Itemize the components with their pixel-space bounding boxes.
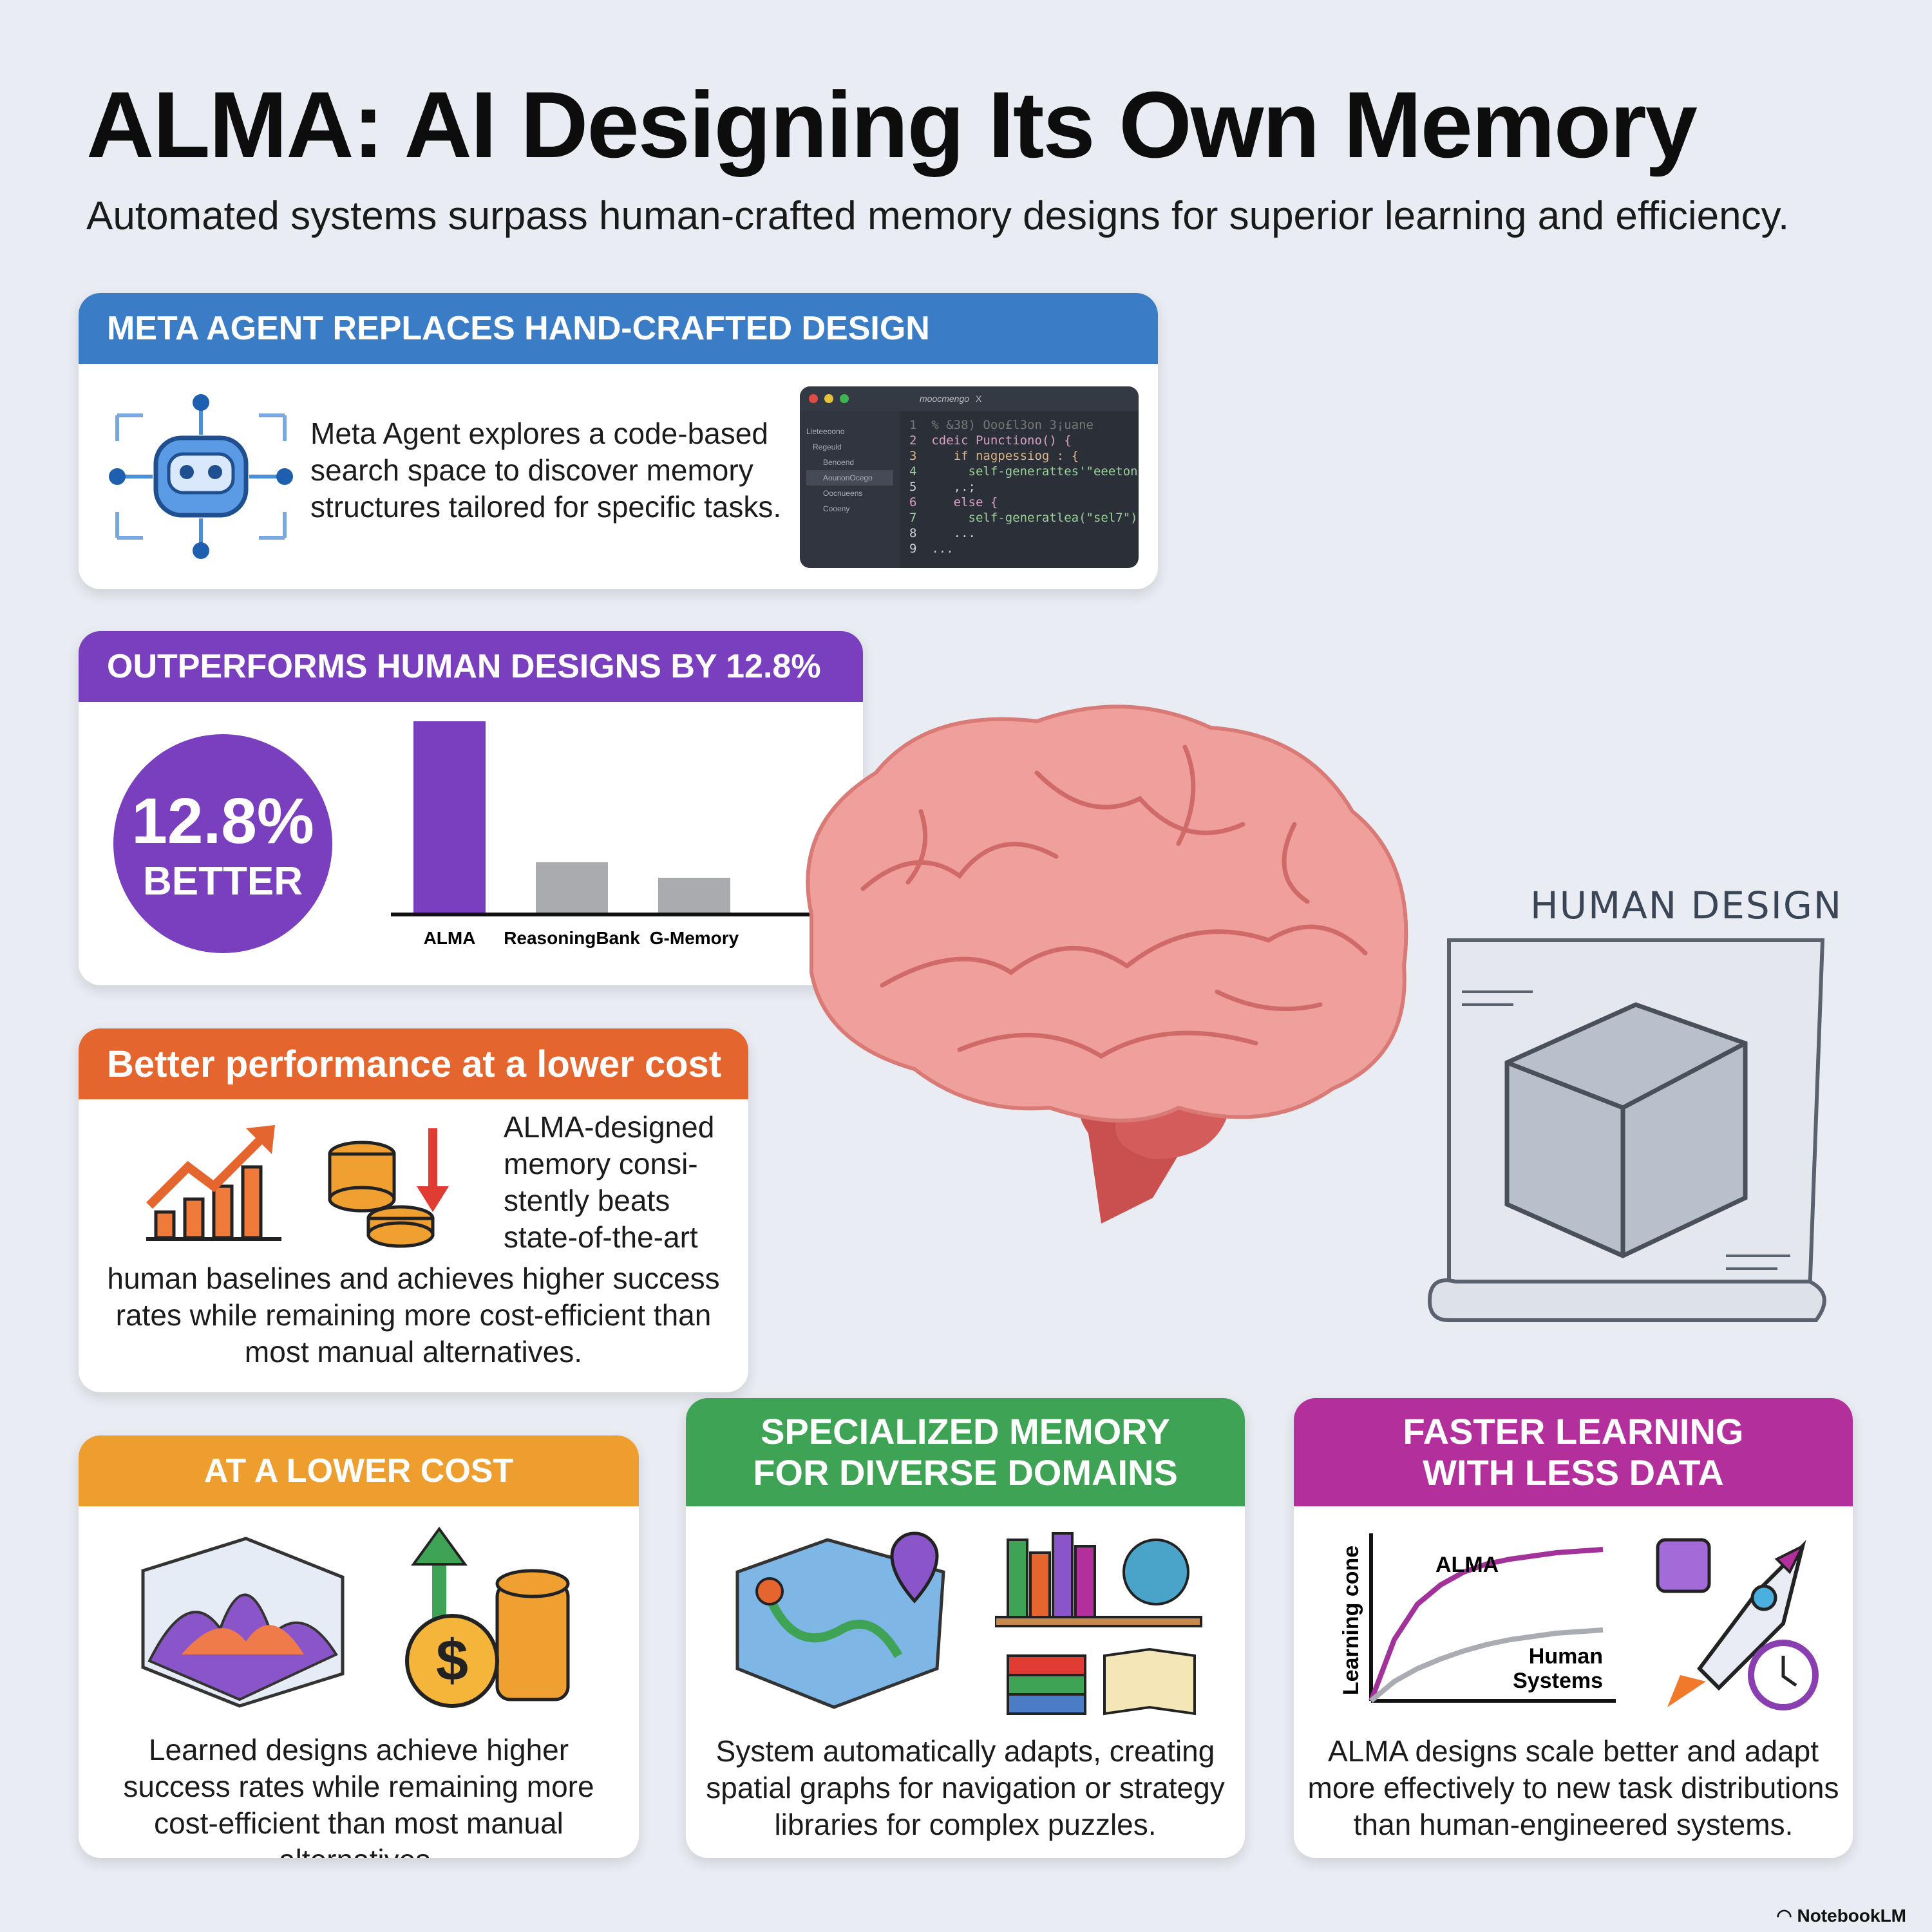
code-line: 1 % &38) Ooo£l3on 3¡uane	[909, 418, 1094, 432]
robot-network-icon	[109, 394, 293, 559]
dollar-coin-up-arrow-icon: $	[405, 1526, 570, 1708]
series-line-human	[1369, 1627, 1604, 1703]
tree-item[interactable]: Lieteeoono	[806, 427, 845, 436]
bar-label: ALMA	[424, 928, 476, 948]
code-editor-window: moocmengo X Lieteeoono Regeuld Benoend A…	[800, 386, 1139, 568]
card-header: Better performance at a lower cost	[79, 1028, 748, 1099]
meta-agent-text: Meta Agent explores a code-based search …	[310, 417, 782, 524]
notebooklm-brand: ◠ NotebookLM	[1776, 1905, 1906, 1926]
3d-surface-plot-icon	[141, 1537, 345, 1708]
faster-learning-card: FASTER LEARNING WITH LESS DATA Learning …	[1294, 1398, 1853, 1858]
tree-item[interactable]: Oocnueens	[823, 489, 863, 498]
tab-close-icon[interactable]: X	[976, 393, 982, 404]
card-header: OUTPERFORMS HUMAN DESIGNS BY 12.8%	[79, 631, 863, 702]
card-header: SPECIALIZED MEMORY FOR DIVERSE DOMAINS	[686, 1398, 1245, 1506]
performance-bar-chart: ALMA ReasoningBank G-Memory	[391, 721, 813, 948]
editor-tab[interactable]: moocmengo	[920, 393, 970, 404]
card-header: FASTER LEARNING WITH LESS DATA	[1294, 1398, 1853, 1506]
outperforms-card: OUTPERFORMS HUMAN DESIGNS BY 12.8% 12.8%…	[79, 631, 863, 985]
tree-item[interactable]: Cooeny	[823, 504, 850, 513]
brand-label: NotebookLM	[1797, 1906, 1906, 1926]
bar-g-memory	[658, 878, 730, 914]
series-label-alma: ALMA	[1435, 1553, 1499, 1577]
human-design-label: HUMAN DESIGN	[1530, 884, 1843, 927]
code-line: 3 if nagpessiog : {	[909, 449, 1079, 463]
page-subtitle: Automated systems surpass human-crafted …	[86, 194, 1790, 238]
faster-learning-text: ALMA designs scale better and adapt more…	[1307, 1734, 1839, 1841]
tree-item[interactable]: Regeuld	[813, 442, 842, 451]
bar-reasoningbank	[536, 862, 608, 914]
improvement-badge: 12.8% BETTER	[113, 734, 332, 953]
books-globe-library-icon	[995, 1532, 1202, 1716]
badge-value: 12.8%	[131, 785, 314, 857]
notebooklm-logo-icon: ◠	[1776, 1906, 1797, 1926]
meta-agent-card: META AGENT REPLACES HAND-CRAFTED DESIGN …	[79, 293, 1158, 589]
growth-chart-icon	[146, 1125, 281, 1241]
lower-cost-card: AT A LOWER COST $ Learned designs achiev…	[79, 1435, 639, 1858]
code-line: 7 self-generatlea("sel7"))	[909, 511, 1139, 525]
series-line-alma	[1368, 1547, 1604, 1702]
badge-label: BETTER	[143, 859, 303, 904]
performance-text-bottom: human baselines and achieves higher succ…	[107, 1262, 720, 1368]
code-line: 8 ...	[909, 526, 976, 540]
maximize-dot-icon	[840, 394, 849, 403]
blueprint-cube-icon	[1427, 938, 1826, 1322]
specialized-text: System automatically adapts, creating sp…	[706, 1734, 1225, 1841]
bar-label: G-Memory	[650, 928, 739, 948]
code-line: 2 cdeic Punctiono() {	[909, 433, 1072, 448]
coins-down-arrow-icon	[328, 1128, 449, 1248]
minimize-dot-icon	[824, 394, 833, 403]
code-line: 9 ...	[909, 542, 954, 556]
bar-label: ReasoningBank	[504, 928, 640, 948]
brain-illustration	[806, 705, 1408, 1224]
close-dot-icon	[809, 394, 818, 403]
header-line: FOR DIVERSE DOMAINS	[753, 1452, 1178, 1493]
rocket-clock-icon	[1656, 1538, 1819, 1710]
card-header: AT A LOWER COST	[79, 1435, 639, 1506]
tree-item[interactable]: Benoend	[823, 458, 855, 467]
tree-item-selected[interactable]: AounonOcego	[806, 470, 893, 486]
code-line: 4 self-generattes'"eeeton'	[909, 464, 1139, 478]
code-line: 5 ,.;	[909, 480, 976, 494]
performance-card: Better performance at a lower cost ALMA-…	[79, 1028, 748, 1392]
header-line: WITH LESS DATA	[1423, 1452, 1724, 1493]
card-header: META AGENT REPLACES HAND-CRAFTED DESIGN	[79, 293, 1158, 364]
bar-alma	[413, 721, 486, 914]
y-axis-label: Learning cone	[1339, 1546, 1363, 1695]
svg-text:$: $	[436, 1629, 468, 1693]
series-label-systems: Systems	[1513, 1669, 1603, 1693]
page-title: ALMA: AI Designing Its Own Memory	[86, 72, 1698, 177]
specialized-memory-card: SPECIALIZED MEMORY FOR DIVERSE DOMAINS S…	[686, 1398, 1245, 1858]
series-label-human: Human	[1529, 1644, 1603, 1669]
map-navigation-icon	[735, 1531, 945, 1709]
header-line: SPECIALIZED MEMORY	[761, 1411, 1170, 1452]
lower-cost-text: Learned designs achieve higher success r…	[123, 1733, 594, 1858]
performance-text-side: ALMA-designed memory consi-stently beats…	[504, 1110, 715, 1254]
file-tree: Lieteeoono Regeuld Benoend AounonOcego O…	[800, 411, 900, 568]
header-line: FASTER LEARNING	[1403, 1411, 1744, 1452]
code-line: 6 else {	[909, 495, 998, 509]
